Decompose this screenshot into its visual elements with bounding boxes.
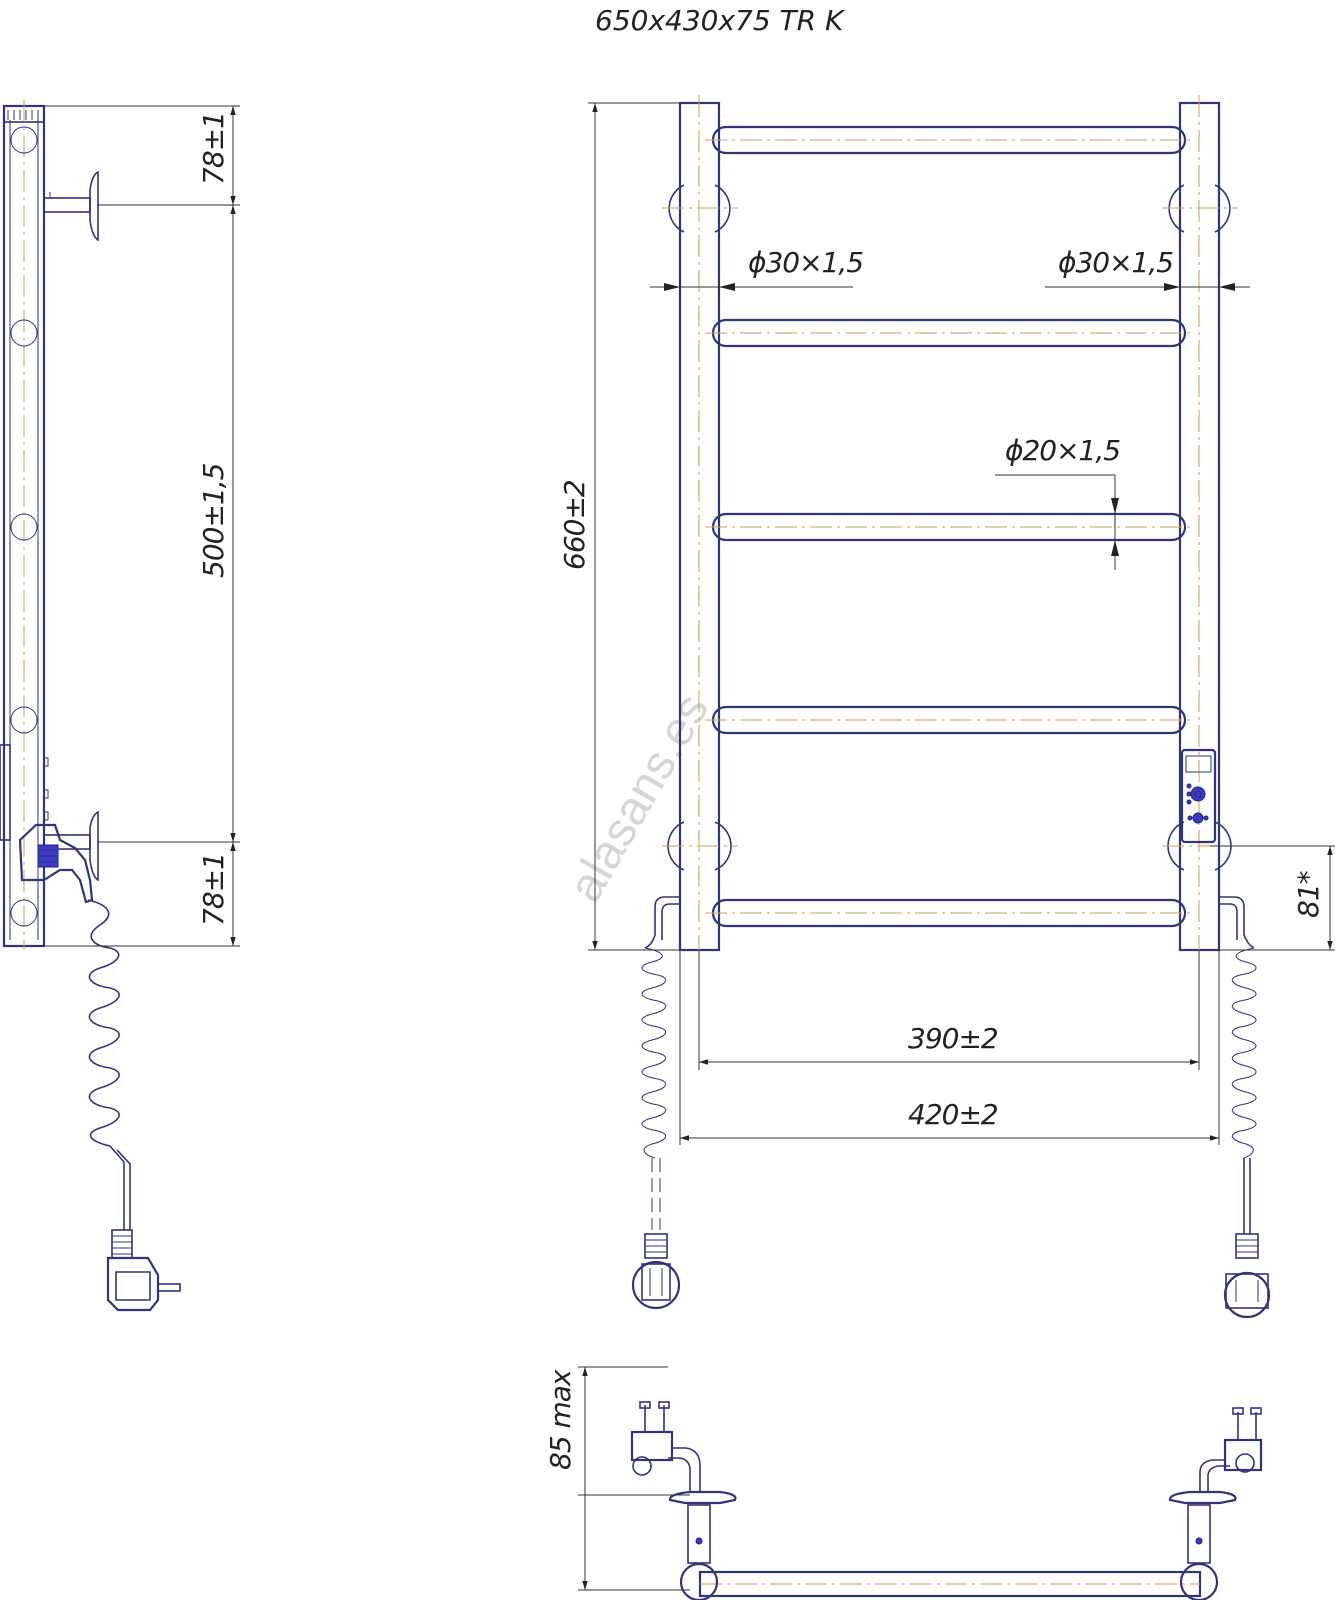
side-heater-connector — [18, 823, 94, 904]
side-plug — [106, 1229, 181, 1312]
dim-offset: 81* — [1292, 870, 1325, 918]
right-plug — [1223, 1233, 1271, 1319]
left-coiled-cable — [641, 947, 667, 1159]
watermark: alasans.es — [559, 685, 720, 910]
wall-mounts — [662, 184, 1238, 871]
dim-side-top: 78±1 — [197, 112, 230, 185]
top-view: 85 max — [544, 1366, 1263, 1600]
side-top-bracket — [43, 170, 99, 242]
control-unit — [1180, 748, 1217, 844]
left-plug — [631, 1233, 681, 1310]
dim-side-bottom: 78±1 — [197, 853, 230, 926]
dim-rail: ϕ20×1,5 — [1005, 434, 1120, 467]
side-bottom-bracket — [43, 810, 99, 882]
dim-depth: 85 max — [544, 1369, 577, 1470]
dim-pipe-left: ϕ30×1,5 — [748, 246, 863, 279]
side-coiled-cable — [87, 899, 120, 1147]
side-view: 78±1 500±1,5 78±1 — [0, 100, 240, 1312]
right-coiled-cable — [1231, 947, 1257, 1159]
top-left-bracket — [630, 1401, 737, 1564]
dim-inner-width: 390±2 — [908, 1022, 998, 1055]
dim-outer-width: 420±2 — [908, 1098, 998, 1131]
dim-side-middle: 500±1,5 — [197, 463, 230, 578]
top-right-bracket — [1168, 1407, 1263, 1564]
rails — [705, 125, 1195, 928]
dim-pipe-right: ϕ30×1,5 — [1058, 246, 1173, 279]
dim-height: 660±2 — [558, 480, 591, 570]
front-view: 660±2 ϕ30×1,5 ϕ30×1,5 ϕ20×1,5 81* 390±2 — [558, 95, 1335, 1319]
drawing-title: 650x430x75 TR K — [595, 4, 846, 37]
